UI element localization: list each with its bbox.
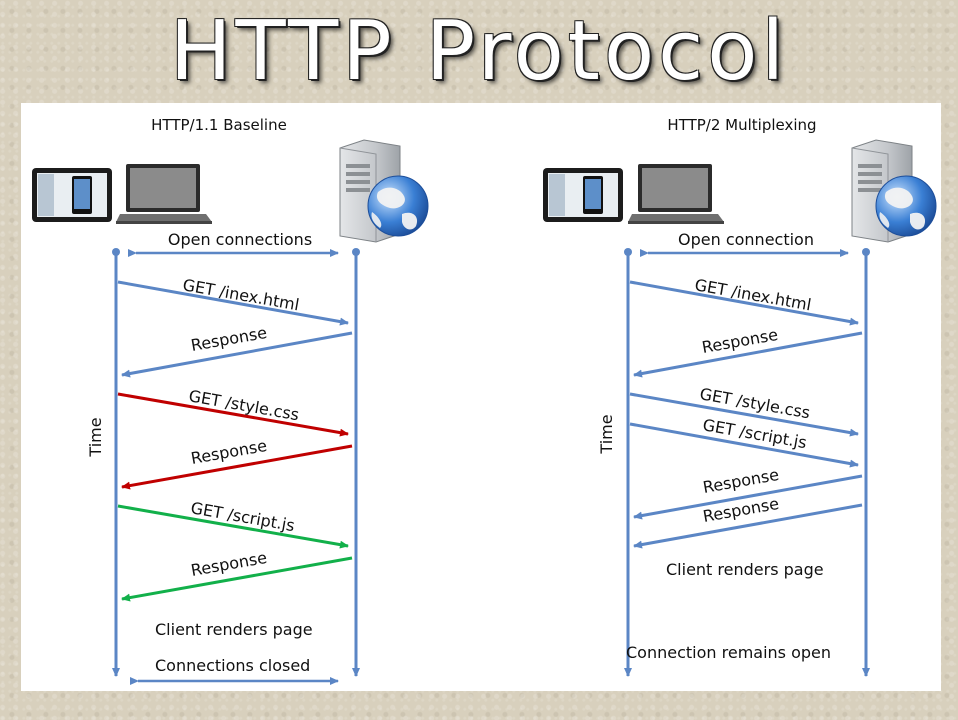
- left-diagram: HTTP/1.1 Baseline Open connections GET /…: [32, 116, 429, 685]
- msg-get-inex-label: GET /inex.html: [693, 275, 812, 314]
- msg-response-1-arrow: [633, 331, 863, 378]
- msg-get-style-arrow: [629, 392, 859, 437]
- msg-get-inex-label: GET /inex.html: [181, 275, 300, 314]
- msg-get-inex-arrow: [629, 280, 859, 326]
- tablet-icon: [32, 168, 112, 222]
- right-heading: HTTP/2 Multiplexing: [667, 116, 816, 134]
- connections-closed-label: Connections closed: [155, 656, 310, 675]
- msg-get-script-label: GET /script.js: [189, 498, 296, 535]
- msg-get-inex-arrow: [117, 280, 349, 326]
- msg-response-1-label: Response: [700, 325, 779, 357]
- msg-response-1-arrow: [121, 331, 353, 378]
- msg-get-style-arrow: [117, 392, 349, 437]
- open-connection-label: Open connection: [678, 230, 814, 249]
- msg-response-3-arrow: [121, 556, 353, 602]
- open-connections-label: Open connections: [168, 230, 312, 249]
- msg-response-3-arrow: [633, 503, 863, 549]
- tablet-icon: [543, 168, 623, 222]
- slide-title: HTTP Protocol: [169, 4, 789, 99]
- connection-remains-open-label: Connection remains open: [626, 643, 831, 662]
- left-time-label: Time: [86, 417, 105, 457]
- globe-icon: [367, 175, 429, 237]
- left-heading: HTTP/1.1 Baseline: [151, 116, 287, 134]
- msg-response-2-arrow: [633, 474, 863, 520]
- msg-get-script-arrow: [629, 422, 859, 468]
- right-render-label: Client renders page: [666, 560, 824, 579]
- msg-get-script-arrow: [117, 504, 349, 549]
- globe-icon: [875, 175, 937, 237]
- right-diagram: HTTP/2 Multiplexing Open connection GET …: [543, 116, 937, 677]
- msg-get-style-label: GET /style.css: [187, 386, 300, 424]
- laptop-icon: [116, 164, 212, 224]
- msg-response-2-arrow: [121, 444, 353, 490]
- laptop-icon: [628, 164, 724, 224]
- right-time-label: Time: [597, 414, 616, 454]
- left-render-label: Client renders page: [155, 620, 313, 639]
